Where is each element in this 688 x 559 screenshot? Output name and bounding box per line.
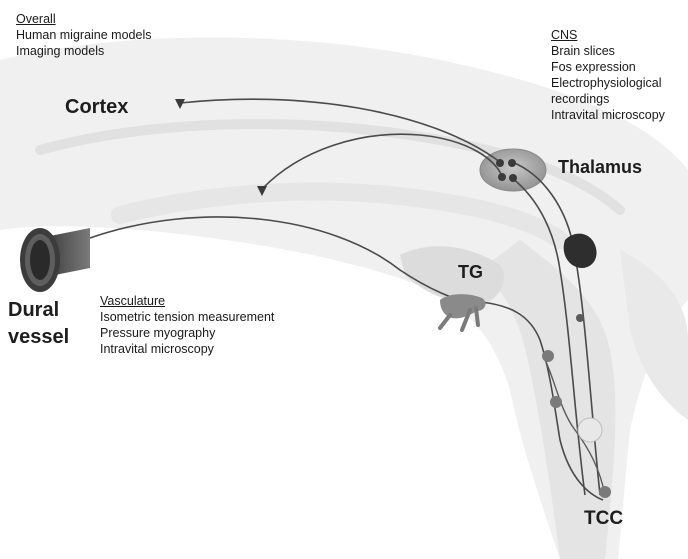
dural-vessel-label: Dural vessel <box>8 297 69 351</box>
vasculature-item: Isometric tension measurement <box>100 309 274 325</box>
cortex-label: Cortex <box>65 96 128 119</box>
synapse-thalamus-3 <box>498 173 506 181</box>
synapse-thalamus-4 <box>509 174 517 182</box>
cns-item: Electrophysiological <box>551 75 665 91</box>
vasculature-heading: Vasculature <box>100 293 274 309</box>
tcc-neuron-1 <box>542 350 554 362</box>
synapse-thalamus-2 <box>508 159 516 167</box>
tcc-label: TCC <box>584 508 623 530</box>
thalamus-label: Thalamus <box>558 157 642 178</box>
overall-item: Human migraine models <box>16 27 151 43</box>
tcc-neuron-2 <box>550 396 562 408</box>
synapse-thalamus-1 <box>496 159 504 167</box>
cns-item: Brain slices <box>551 43 665 59</box>
tcc-neuron-3 <box>578 418 602 442</box>
cns-models-group: CNS Brain slices Fos expression Electrop… <box>551 27 665 123</box>
cns-item: recordings <box>551 91 665 107</box>
overall-heading: Overall <box>16 11 151 27</box>
cns-heading: CNS <box>551 27 665 43</box>
tcc-neuron-4 <box>599 486 611 498</box>
dural-vessel-label-line2: vessel <box>8 324 69 351</box>
vasculature-item: Pressure myography <box>100 325 274 341</box>
dural-vessel-label-line1: Dural <box>8 297 69 324</box>
overall-models-group: Overall Human migraine models Imaging mo… <box>16 11 151 59</box>
overall-item: Imaging models <box>16 43 151 59</box>
tcc-neuron-5 <box>576 314 584 322</box>
dural-vessel <box>20 228 90 292</box>
cns-item: Fos expression <box>551 59 665 75</box>
tg-label: TG <box>458 262 483 283</box>
vasculature-item: Intravital microscopy <box>100 341 274 357</box>
vasculature-models-group: Vasculature Isometric tension measuremen… <box>100 293 274 357</box>
cns-item: Intravital microscopy <box>551 107 665 123</box>
